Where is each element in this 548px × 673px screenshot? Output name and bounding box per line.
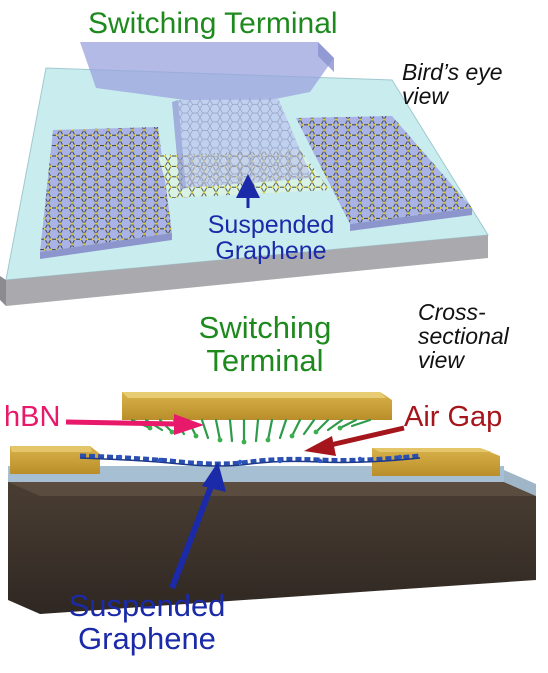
hbn-arrow: [65, 414, 204, 435]
label-line: Graphene: [78, 620, 216, 656]
switching-terminal-label-bottom: Switching Terminal: [190, 310, 340, 378]
suspended-graphene-layer: [79, 453, 421, 467]
label-line: Terminal: [206, 342, 324, 378]
view-label-line: Cross-: [418, 299, 486, 325]
birds-eye-view-label: Bird’s eye view: [402, 60, 503, 108]
label-line: Suspended: [68, 588, 226, 623]
switching-terminal-label-top: Switching Terminal: [88, 7, 338, 40]
switching-terminal-block: [122, 392, 392, 420]
right-contact: [372, 448, 500, 476]
hbn-label: hBN: [4, 401, 61, 433]
view-label-line: sectional: [418, 323, 509, 350]
label-line: Graphene: [215, 237, 327, 266]
label-line: Switching: [198, 310, 332, 345]
suspended-graphene-label-bottom: Suspended Graphene: [62, 588, 232, 656]
view-label-line: view: [402, 83, 449, 110]
substrate-cross: [8, 482, 536, 614]
view-label-line: view: [418, 347, 465, 374]
air-gap-label: Air Gap: [404, 401, 503, 433]
suspended-graphene-label-top: Suspended Graphene: [196, 212, 346, 265]
cross-section-diagram: [8, 392, 536, 614]
switching-terminal-top: [80, 42, 334, 100]
birds-eye-diagram: [0, 42, 489, 306]
graphene-arrow-bottom: [169, 462, 226, 590]
label-line: Suspended: [207, 211, 335, 239]
air-gap-arrow: [304, 425, 405, 456]
view-label-line: Bird’s eye: [402, 59, 503, 85]
left-contact: [10, 446, 100, 474]
cross-sectional-view-label: Cross- sectional view: [418, 299, 509, 374]
